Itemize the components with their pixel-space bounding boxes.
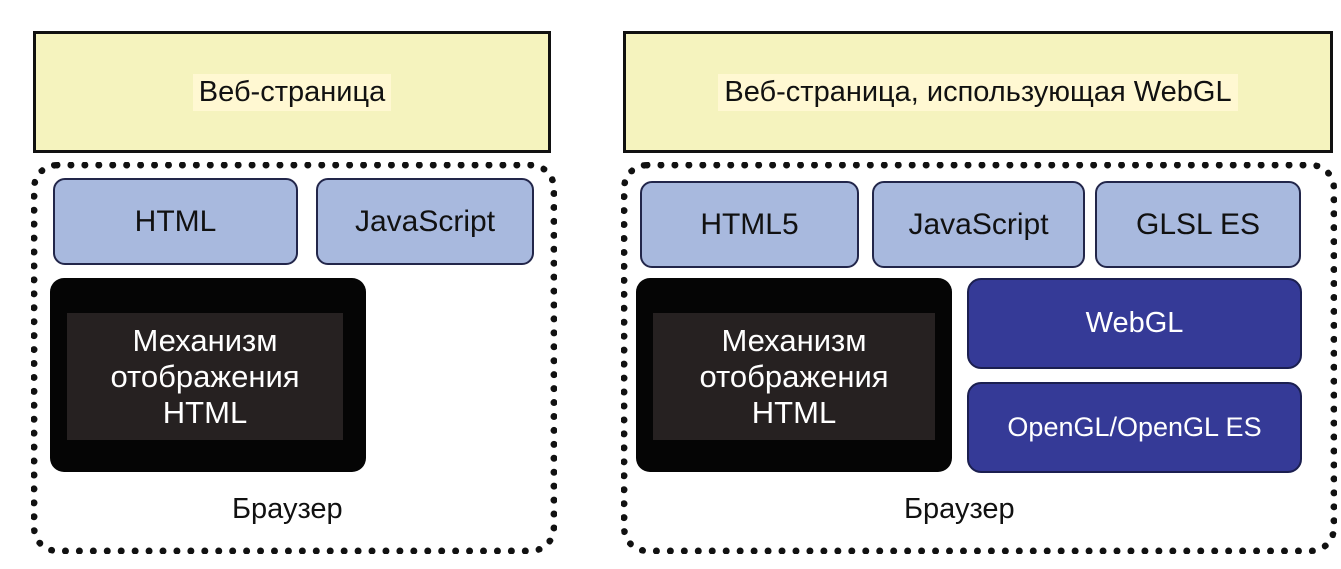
right-opengl-box: OpenGL/OpenGL ES [967, 382, 1302, 473]
right-webgl-label: WebGL [1085, 307, 1184, 339]
right-opengl-label: OpenGL/OpenGL ES [1007, 412, 1262, 442]
left-diagram: Веб-страница HTML JavaScript Механизм от… [0, 0, 600, 569]
left-html-engine-label: Механизм отображения HTML [67, 313, 343, 440]
left-html-label: HTML [134, 204, 217, 238]
right-javascript-box: JavaScript [872, 181, 1085, 268]
right-html-engine-label: Механизм отображения HTML [653, 313, 935, 440]
left-javascript-box: JavaScript [316, 178, 534, 265]
right-browser-frame [621, 162, 1337, 554]
right-glsl-es-label: GLSL ES [1136, 207, 1260, 241]
left-javascript-label: JavaScript [354, 204, 496, 238]
left-browser-label: Браузер [232, 493, 343, 525]
right-html5-label: HTML5 [700, 207, 799, 241]
right-webgl-box: WebGL [967, 278, 1302, 369]
right-html5-box: HTML5 [640, 181, 859, 268]
left-browser-frame [31, 162, 557, 554]
left-webpage-label: Веб-страница [192, 73, 392, 111]
right-webpage-label: Веб-страница, использующая WebGL [718, 73, 1238, 111]
right-diagram: Веб-страница, использующая WebGL HTML5 J… [600, 0, 1341, 569]
left-html-box: HTML [53, 178, 298, 265]
right-javascript-label: JavaScript [908, 207, 1049, 241]
right-webpage-box: Веб-страница, использующая WebGL [623, 31, 1333, 153]
right-browser-label: Браузер [904, 493, 1015, 525]
right-glsl-es-box: GLSL ES [1095, 181, 1301, 268]
left-webpage-box: Веб-страница [33, 31, 551, 153]
